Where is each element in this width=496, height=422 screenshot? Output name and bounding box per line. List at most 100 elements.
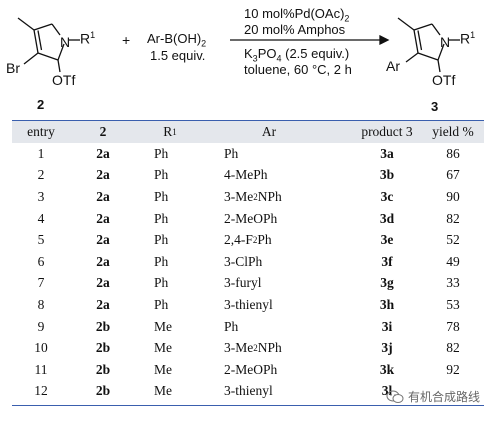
atom-otf-reactant: OTf (52, 72, 76, 88)
cell-r1: Ph (154, 145, 169, 161)
cell-compound: 2a (96, 275, 110, 291)
atom-n1: N (60, 34, 71, 50)
cell-product: 3i (381, 318, 393, 334)
cell-product: 3g (380, 275, 394, 291)
condition-ligand: 20 mol% Amphos (244, 22, 346, 37)
atom-r1-product: R1 (460, 30, 476, 47)
cell-ar: 3-thienyl (224, 383, 273, 399)
cell-ar: 4-MePh (224, 167, 268, 183)
cell-compound: 2b (95, 340, 111, 356)
cell-product: 3d (379, 210, 395, 226)
cell-r1: Ph (154, 232, 169, 248)
header-yield: yield % (432, 124, 474, 139)
cell-entry: 5 (37, 232, 45, 248)
cell-yield: 82 (446, 340, 460, 356)
atom-otf-product: OTf (432, 72, 456, 88)
cell-entry: 12 (34, 383, 48, 399)
table-row: 1 2a Ph Ph 3a 86 (12, 143, 484, 165)
plus-sign: + (122, 32, 131, 48)
cell-ar: Ph (224, 145, 239, 161)
structures-svg (17, 17, 460, 73)
cell-entry: 10 (34, 340, 48, 356)
cell-entry: 2 (37, 167, 45, 183)
cell-product: 3a (380, 145, 394, 161)
header-entry: entry (27, 124, 55, 139)
cell-entry: 6 (37, 253, 45, 269)
cell-r1: Me (154, 383, 172, 399)
cell-product: 3b (379, 167, 395, 183)
reagent-equiv: 1.5 equiv. (150, 48, 206, 63)
cell-entry: 1 (37, 145, 45, 161)
wechat-icon (386, 390, 404, 403)
cell-r1: Ph (154, 296, 169, 312)
cell-compound: 2a (96, 253, 110, 269)
cell-product: 3f (381, 253, 393, 269)
atom-n-product: N (440, 34, 451, 50)
cell-compound: 2b (95, 383, 111, 399)
cell-ar: 2-MeOPh (224, 210, 278, 226)
cell-r1: Ph (154, 253, 169, 269)
reaction-arrow (230, 34, 390, 46)
watermark-text: 有机合成路线 (407, 390, 480, 404)
reactant-label: 2 (37, 97, 45, 112)
cell-compound: 2a (96, 296, 110, 312)
cell-compound: 2b (95, 318, 111, 334)
cell-yield: 53 (446, 296, 460, 312)
cell-yield: 92 (446, 361, 460, 377)
cell-r1: Ph (154, 167, 169, 183)
cell-r1: Ph (154, 210, 169, 226)
cell-yield: 78 (446, 318, 460, 334)
cell-yield: 52 (446, 232, 460, 248)
cell-compound: 2a (96, 188, 110, 204)
cell-entry: 4 (37, 210, 45, 226)
cell-entry: 8 (37, 296, 45, 312)
cell-yield: 90 (446, 188, 460, 204)
cell-entry: 11 (34, 361, 48, 377)
cell-yield: 86 (446, 145, 460, 161)
watermark: 有机合成路线 (386, 388, 480, 405)
cell-compound: 2a (96, 145, 110, 161)
reagent-formula: Ar-B(OH)2 (147, 31, 207, 49)
cell-yield: 33 (446, 275, 460, 291)
cell-yield: 82 (446, 210, 460, 226)
header-product: product 3 (361, 124, 413, 139)
cell-compound: 2a (96, 167, 110, 183)
reaction-scheme: N R1 Br OTf + Ar-B(OH)2 1.5 equiv. 10 mo… (0, 0, 496, 120)
cell-r1: Ph (154, 275, 169, 291)
cell-compound: 2b (95, 361, 111, 377)
condition-catalyst: 10 mol%Pd(OAc)2 (244, 6, 350, 24)
cell-compound: 2a (96, 232, 110, 248)
cell-product: 3l (381, 383, 393, 399)
cell-product: 3j (381, 340, 393, 356)
atom-ar: Ar (386, 58, 400, 74)
table-row: 12 2b Me 3-thienyl 3l (12, 381, 484, 403)
condition-base: K3PO4 (2.5 equiv.) (244, 46, 350, 64)
cell-product: 3k (379, 361, 395, 377)
condition-solvent: toluene, 60 °C, 2 h (244, 62, 352, 77)
atom-br: Br (6, 60, 20, 76)
header-compound: 2 (99, 124, 107, 139)
atom-r1-reactant: R1 (80, 30, 96, 47)
cell-yield: 49 (446, 253, 460, 269)
cell-product: 3h (379, 296, 395, 312)
cell-product: 3e (380, 232, 394, 248)
cell-entry: 9 (37, 318, 45, 334)
table-row: 6 2a Ph 3-ClPh 3f 49 (12, 251, 484, 273)
cell-ar: Ph (224, 318, 239, 334)
cell-ar: 3-ClPh (224, 253, 263, 269)
cell-r1: Me (154, 361, 172, 377)
cell-ar: 3-furyl (224, 275, 262, 291)
